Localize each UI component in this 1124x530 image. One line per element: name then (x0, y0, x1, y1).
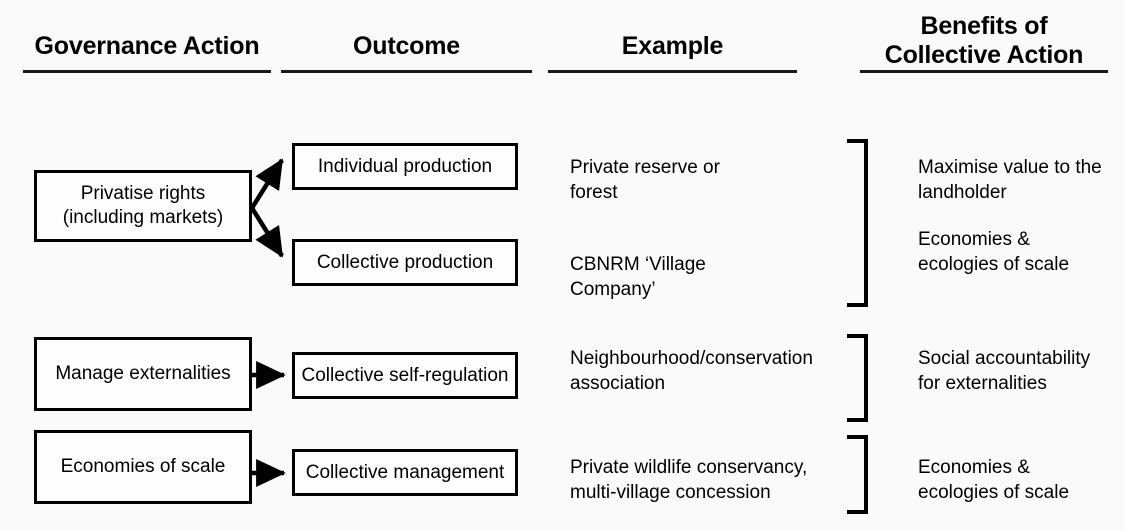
column-header-governance-action: Governance Action (34, 32, 260, 60)
outcome-box-collective-self-regulation[interactable]: Collective self-regulation (292, 352, 518, 399)
column-rule-outcome (281, 70, 532, 73)
outcome-box-individual-production[interactable]: Individual production (292, 143, 518, 190)
action-box-economies-of-scale[interactable]: Economies of scale (34, 430, 252, 504)
column-rule-benefits (860, 70, 1108, 73)
example-text-private-wildlife-conservancy: Private wildlife conservancy, multi-vill… (570, 457, 808, 503)
benefit-text-social-accountability: Social accountability for externalities (918, 348, 1091, 394)
benefit-text-maximise-value: Maximise value to the landholder (918, 157, 1102, 203)
action-box-privatise-rights[interactable]: Privatise rights (including markets) (34, 170, 252, 242)
bracket-row-1 (847, 139, 868, 307)
arrow-privatise-to-collective-production (250, 206, 284, 258)
example-text-private-reserve: Private reserve or forest (570, 157, 720, 203)
column-header-outcome: Outcome (353, 32, 460, 60)
outcome-box-collective-production[interactable]: Collective production (292, 239, 518, 286)
column-header-example: Example (621, 32, 724, 60)
arrow-privatise-to-individual-production (250, 158, 284, 210)
action-box-manage-externalities[interactable]: Manage externalities (34, 337, 252, 411)
benefit-text-economies-ecologies-row3: Economies & ecologies of scale (918, 457, 1070, 503)
column-rule-governance-action (23, 70, 271, 73)
example-text-neighbourhood-association: Neighbourhood/conservation association (570, 348, 813, 394)
benefit-text-economies-ecologies-row1: Economies & ecologies of scale (918, 229, 1070, 275)
example-text-cbnrm-village-company: CBNRM ‘Village Company’ (570, 254, 706, 300)
column-header-benefits: Benefits of Collective Action (884, 12, 1084, 69)
column-rule-example (548, 70, 797, 73)
outcome-box-collective-management[interactable]: Collective management (292, 449, 518, 496)
